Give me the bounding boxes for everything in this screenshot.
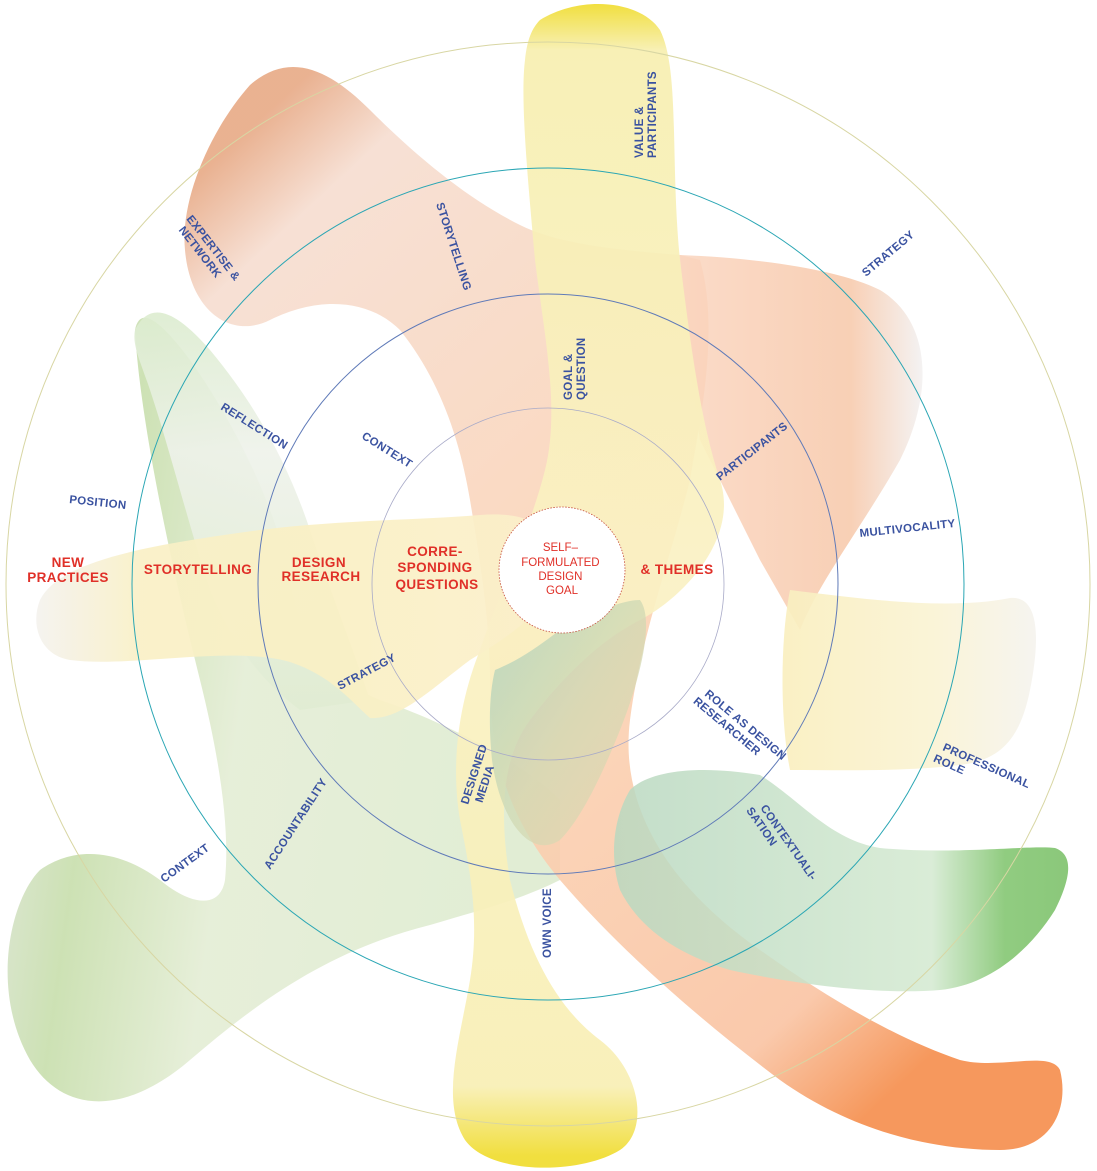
ring-core [498, 506, 626, 634]
ring-fourth [371, 407, 725, 761]
ring-outer [5, 41, 1091, 1127]
green-ribbon-left [7, 317, 561, 1102]
ring-third [257, 293, 839, 875]
green-ribbon-right [614, 770, 1069, 992]
yellow-right-blade [782, 590, 1036, 771]
topic-multivocality: MULTIVOCALITY [859, 518, 956, 540]
yellow-horizontal-blade [36, 514, 560, 719]
label-design-research: DESIGN RESEARCH [282, 555, 361, 584]
topic-role-as-design-researcher: ROLE AS DESIGN RESEARCHER [691, 686, 791, 776]
topic-context-outer: CONTEXT [159, 842, 212, 885]
ring-layer [5, 41, 1091, 1127]
topic-goal-question: GOAL & QUESTION [563, 338, 588, 400]
label-new-practices: NEW PRACTICES [27, 555, 109, 585]
topic-strategy-outer: STRATEGY [860, 229, 917, 279]
label-storytelling-ring: STORYTELLING [144, 562, 252, 577]
label-themes: & THEMES [641, 562, 714, 577]
ring-second [131, 167, 965, 1001]
topic-value-participants: VALUE & PARTICIPANTS [634, 71, 659, 158]
teal-center-wedge [489, 600, 647, 846]
topic-own-voice: OWN VOICE [542, 888, 554, 958]
topic-context-inner: CONTEXT [359, 430, 414, 470]
topic-position: POSITION [69, 494, 127, 512]
blob-layer [7, 3, 1069, 1168]
core-goal-label: SELF– FORMULATED DESIGN GOAL [521, 542, 603, 597]
ring-label-layer: NEW PRACTICES STORYTELLING DESIGN RESEAR… [27, 544, 713, 592]
label-corresponding-questions: CORRE- SPONDING QUESTIONS [395, 544, 478, 592]
